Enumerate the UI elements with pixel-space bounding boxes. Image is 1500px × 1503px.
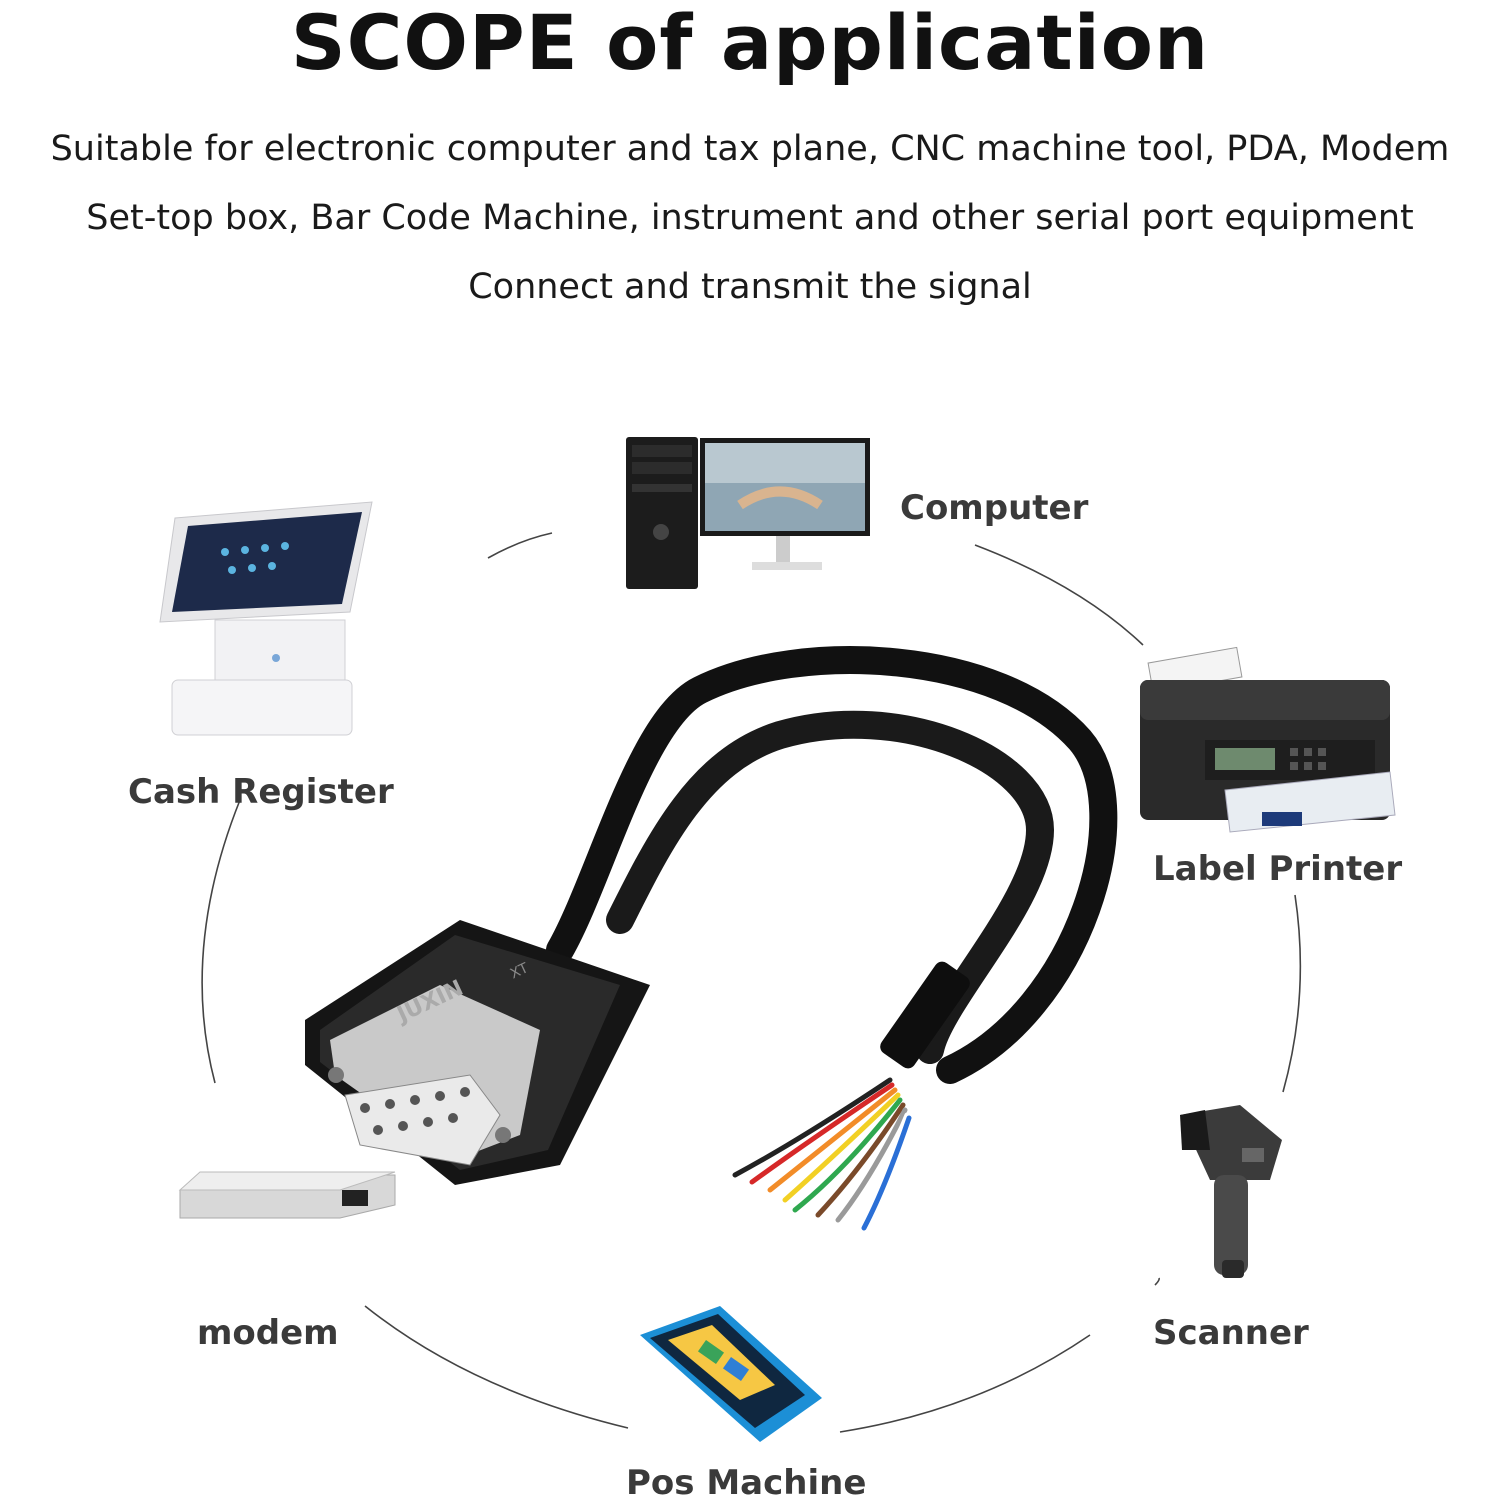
label-modem: modem — [197, 1313, 339, 1353]
connector-logo: XT — [508, 960, 531, 982]
description-line-2: Set-top box, Bar Code Machine, instrumen… — [86, 198, 1414, 238]
connection-circle — [201, 532, 1302, 1433]
monitor-icon — [700, 438, 870, 570]
exposed-wires — [732, 1077, 912, 1231]
db9-cable-icon: JUXIN XT — [305, 646, 1118, 1231]
modem-icon — [178, 1171, 396, 1219]
computer-tower-icon — [626, 437, 698, 589]
label-scanner: Scanner — [1153, 1313, 1309, 1353]
label-label-printer: Label Printer — [1153, 849, 1403, 889]
barcode-scanner-icon — [1180, 1105, 1282, 1278]
description-line-1: Suitable for electronic computer and tax… — [50, 129, 1450, 169]
label-computer: Computer — [900, 488, 1089, 528]
cash-register-icon — [159, 501, 373, 736]
label-printer-icon — [1140, 646, 1396, 833]
description-line-3: Connect and transmit the signal — [468, 267, 1032, 307]
page-title: SCOPE of application — [290, 0, 1210, 87]
label-pos-machine: Pos Machine — [626, 1463, 867, 1503]
pos-machine-icon — [640, 1306, 822, 1442]
label-cash-register: Cash Register — [128, 772, 394, 812]
